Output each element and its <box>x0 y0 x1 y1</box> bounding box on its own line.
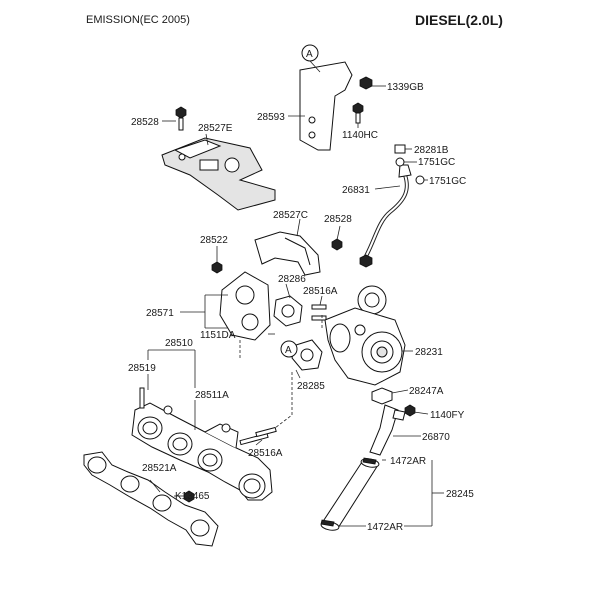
gasket-28247A <box>371 387 393 405</box>
bolt-1339GB <box>359 76 373 90</box>
manifold-gasket-28521A[interactable] <box>83 451 219 547</box>
label-28510: 28510 <box>165 338 193 349</box>
callout-a-mid: A <box>280 340 298 358</box>
label-28522: 28522 <box>200 235 228 246</box>
label-1472AR-bot: 1472AR <box>367 522 403 533</box>
label-28519: 28519 <box>128 363 156 374</box>
heat-protector-28527C[interactable] <box>254 231 321 276</box>
stud-28516A-top <box>311 304 327 321</box>
hose-28245[interactable] <box>320 457 380 531</box>
label-28528-top: 28528 <box>131 117 159 128</box>
label-1339GB: 1339GB <box>387 82 424 93</box>
egr-pipe-26831[interactable] <box>359 164 412 268</box>
label-1472AR-top: 1472AR <box>390 456 426 467</box>
label-28247A: 28247A <box>409 386 444 397</box>
diagram-title: DIESEL(2.0L) <box>415 12 503 28</box>
leader-lines <box>147 85 444 527</box>
label-K13465: K13465 <box>175 491 210 502</box>
label-28571: 28571 <box>146 308 174 319</box>
manifold-flange-28571[interactable] <box>219 271 271 341</box>
label-1151DA: 1151DA <box>200 330 236 341</box>
fitting-28281B <box>394 144 406 154</box>
diagram-subtitle: EMISSION(EC 2005) <box>86 14 190 26</box>
nut-28522 <box>211 261 223 274</box>
bracket-28593[interactable] <box>299 61 353 151</box>
label-28521A: 28521A <box>142 463 177 474</box>
label-1140FY: 1140FY <box>430 410 465 421</box>
label-28231: 28231 <box>415 347 443 358</box>
label-1751GC-2: 1751GC <box>429 176 466 187</box>
label-28528-mid: 28528 <box>324 214 352 225</box>
label-26831: 26831 <box>342 185 370 196</box>
label-1140HC: 1140HC <box>342 130 378 141</box>
label-28516A-top: 28516A <box>303 286 338 297</box>
label-28281B: 28281B <box>414 145 449 156</box>
label-28593: 28593 <box>257 112 285 123</box>
svg-text:A: A <box>306 49 313 60</box>
nut-K13465 <box>183 490 195 503</box>
callout-a-top: A <box>301 44 321 73</box>
label-28516A-bot: 28516A <box>248 448 283 459</box>
label-28527E: 28527E <box>198 123 233 134</box>
stud-28516A-bot <box>239 426 277 446</box>
stud-28519 <box>139 387 145 409</box>
heat-protector-28527E[interactable] <box>161 137 276 211</box>
svg-text:A: A <box>285 345 292 356</box>
exhaust-manifold-28510[interactable] <box>131 402 273 501</box>
gasket-28285[interactable] <box>291 339 323 371</box>
bolt-28528-mid <box>331 238 343 251</box>
turbocharger-28231[interactable] <box>324 285 406 386</box>
label-1751GC-1: 1751GC <box>418 157 455 168</box>
label-26870: 26870 <box>422 432 450 443</box>
oil-return-pipe-26870[interactable] <box>369 404 406 456</box>
part-labels: 1339GB 28593 1140HC 28528 28527E 28281B … <box>128 82 474 533</box>
label-28245: 28245 <box>446 489 474 500</box>
bolt-1140FY <box>404 404 416 417</box>
bolt-1140HC <box>352 102 364 124</box>
bolt-28528-top <box>175 106 187 131</box>
gasket-28286[interactable] <box>273 295 303 327</box>
label-28285: 28285 <box>297 381 325 392</box>
label-28286: 28286 <box>278 274 306 285</box>
label-28527C: 28527C <box>273 210 308 221</box>
label-28511A: 28511A <box>195 390 229 401</box>
